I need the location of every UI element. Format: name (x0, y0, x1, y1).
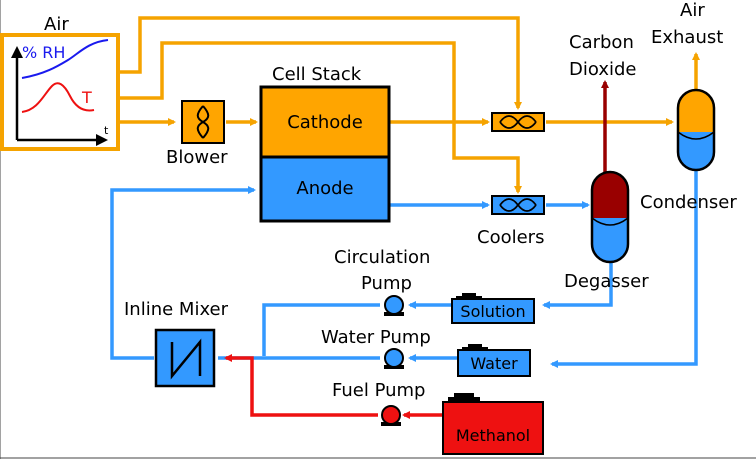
fuel-pump-icon (381, 405, 401, 425)
water-tank-cap (468, 344, 482, 347)
blower (181, 100, 225, 144)
condenser-vessel (676, 88, 716, 172)
air-graph-x-arrow (96, 134, 108, 146)
inline-mixer-box (154, 328, 216, 388)
circulation-pump (384, 295, 404, 316)
anode-box (259, 155, 391, 223)
solution-line-mixer-to-anode (110, 186, 256, 360)
water-label: Water (470, 354, 518, 373)
air-lines (120, 16, 700, 194)
air-line-to-cathode-cooler (120, 16, 522, 110)
anode-cooler-fan-icon (499, 198, 537, 212)
degasser-label: Degasser (564, 271, 649, 292)
air-line-to-anode-cooler (120, 41, 522, 194)
blower-box (181, 100, 225, 144)
solution-tank: Solution (451, 293, 535, 324)
water-pump (384, 348, 404, 369)
fuel-line-pump-to-mixer (224, 354, 378, 417)
methanol-label: Methanol (456, 426, 530, 445)
circulation-pump-icon (384, 295, 404, 315)
solution-label: Solution (460, 302, 525, 321)
solution-line-pump-to-mixer (262, 303, 380, 356)
carbon-dioxide-label-line2: Dioxide (569, 59, 636, 80)
water-line-condenser-to-tank (550, 158, 698, 368)
air-exhaust-label-line1: Air (680, 0, 705, 21)
degasser-vessel (590, 170, 630, 264)
condenser (676, 88, 716, 172)
time-axis-label: t (104, 124, 109, 137)
fuel-lines (224, 354, 442, 419)
degasser-gas-region (592, 172, 628, 218)
circulation-pump-label-line1: Circulation (334, 247, 430, 268)
water-pump-label: Water Pump (321, 327, 431, 348)
circulation-pump-label-line2: Pump (361, 273, 412, 294)
anode-cooler (491, 195, 545, 215)
cathode-label: Cathode (287, 112, 363, 133)
inline-mixer-label: Inline Mixer (124, 299, 229, 320)
fuel-pump-label: Fuel Pump (332, 380, 425, 401)
air-source: % RH T t (0, 33, 120, 151)
temperature-label: T (81, 88, 92, 107)
methanol-tank-cap (454, 393, 474, 397)
condenser-level (677, 131, 715, 140)
inline-mixer (154, 328, 216, 388)
rh-label: % RH (22, 43, 65, 62)
water-pump-icon (384, 348, 404, 368)
methanol-tank-cap-base (448, 397, 480, 402)
cathode-cooler (491, 112, 545, 132)
degasser-level (591, 217, 629, 226)
solution-lines (110, 158, 698, 368)
blower-fan-icon (196, 105, 210, 139)
water-tank: Water (457, 344, 531, 377)
cathode-cooler-fan-icon (499, 115, 537, 129)
solution-line-degasser-to-tank (542, 262, 613, 309)
water-tank-box (457, 349, 531, 377)
cell-stack-label: Cell Stack (272, 64, 362, 85)
methanol-tank-box (442, 401, 544, 455)
air-label: Air (44, 14, 69, 35)
water-tank-cap-base (462, 347, 488, 350)
rh-curve (21, 39, 109, 79)
condenser-label: Condenser (640, 192, 737, 213)
air-source-box (0, 33, 120, 151)
anode-label: Anode (296, 178, 353, 199)
air-exhaust-label-line2: Exhaust (651, 27, 723, 48)
fuel-pump (381, 405, 401, 426)
condenser-air-region (678, 90, 714, 132)
coolers-label: Coolers (477, 227, 544, 248)
inline-mixer-icon (170, 338, 202, 380)
carbon-dioxide-label-line1: Carbon (569, 32, 634, 53)
blower-label: Blower (166, 147, 228, 168)
air-graph-y-arrow (11, 46, 23, 58)
degasser (590, 170, 630, 264)
solution-tank-cap-base (456, 296, 482, 299)
solution-tank-cap (462, 293, 476, 296)
solution-tank-box (451, 298, 535, 324)
methanol-tank: Methanol (442, 393, 544, 455)
temperature-curve (21, 82, 95, 113)
